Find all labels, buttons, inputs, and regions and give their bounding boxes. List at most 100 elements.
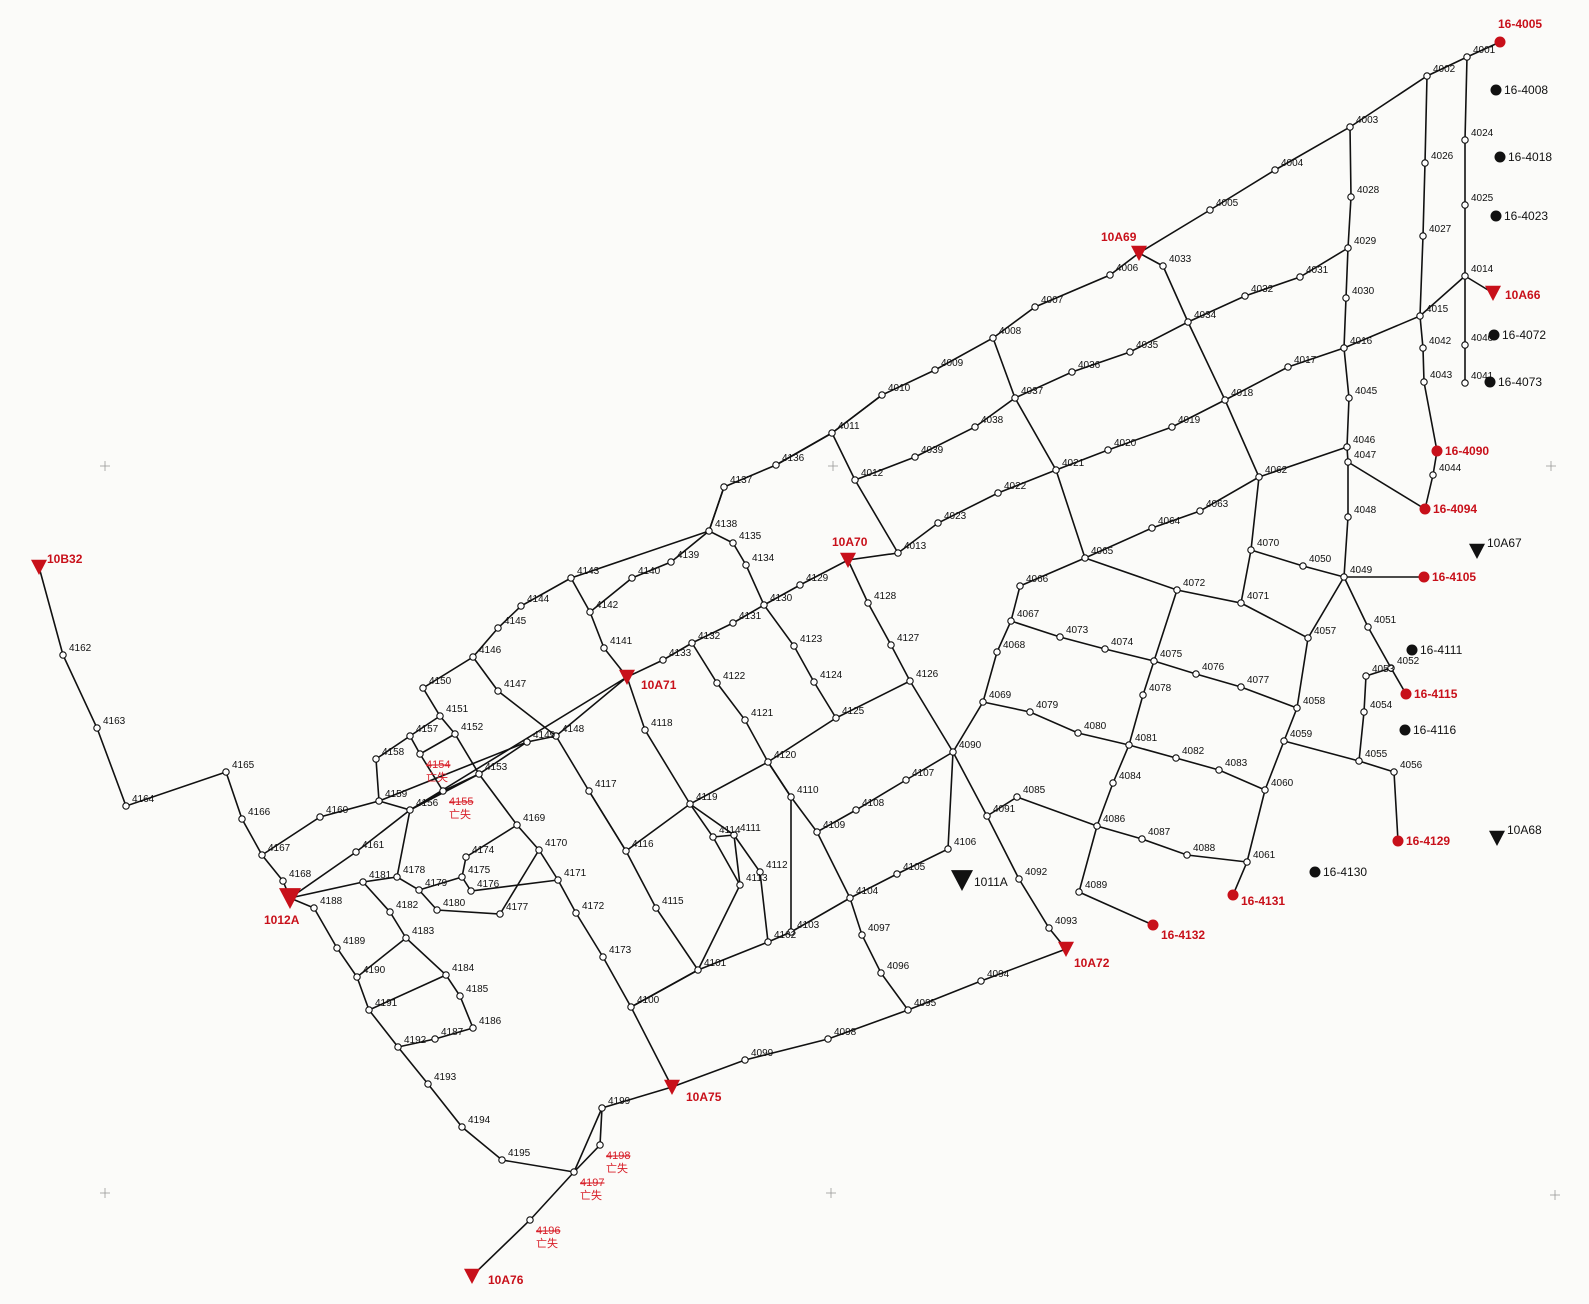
survey-node-4069[interactable]	[980, 699, 986, 705]
survey-node-4038[interactable]	[972, 424, 978, 430]
survey-node-4002[interactable]	[1424, 73, 1430, 79]
survey-node-4131[interactable]	[730, 620, 736, 626]
survey-node-4142[interactable]	[587, 609, 593, 615]
survey-node-4194[interactable]	[459, 1124, 465, 1130]
survey-node-4088[interactable]	[1184, 852, 1190, 858]
survey-node-4157[interactable]	[407, 733, 413, 739]
survey-node-4073[interactable]	[1057, 634, 1063, 640]
survey-node-4057[interactable]	[1305, 635, 1311, 641]
benchmark-triangle-icon[interactable]	[1485, 286, 1501, 301]
survey-node-4158[interactable]	[373, 756, 379, 762]
survey-node-4074[interactable]	[1102, 646, 1108, 652]
survey-node-4187[interactable]	[432, 1036, 438, 1042]
survey-node-4024[interactable]	[1462, 137, 1468, 143]
survey-node-4084[interactable]	[1110, 780, 1116, 786]
survey-node-4010[interactable]	[879, 392, 885, 398]
survey-node-4022[interactable]	[995, 490, 1001, 496]
survey-node-4099[interactable]	[742, 1057, 748, 1063]
survey-node-4180[interactable]	[434, 907, 440, 913]
survey-node-4042[interactable]	[1420, 345, 1426, 351]
survey-node-4019[interactable]	[1169, 424, 1175, 430]
survey-node-4109[interactable]	[814, 829, 820, 835]
survey-node-4175[interactable]	[459, 874, 465, 880]
point-dot-icon[interactable]	[1393, 836, 1404, 847]
benchmark-triangle-icon[interactable]	[1058, 942, 1074, 957]
survey-node-4080[interactable]	[1075, 730, 1081, 736]
survey-node-4056[interactable]	[1391, 769, 1397, 775]
survey-node-4013[interactable]	[895, 550, 901, 556]
survey-node-4147[interactable]	[495, 688, 501, 694]
survey-node-4029[interactable]	[1345, 245, 1351, 251]
survey-node-4071[interactable]	[1238, 600, 1244, 606]
survey-node-4138[interactable]	[706, 528, 712, 534]
survey-node-4060[interactable]	[1262, 787, 1268, 793]
benchmark-triangle-icon[interactable]	[31, 560, 47, 575]
survey-node-4033[interactable]	[1160, 263, 1166, 269]
survey-node-4167[interactable]	[259, 852, 265, 858]
survey-node-4092[interactable]	[1016, 876, 1022, 882]
survey-node-4176[interactable]	[468, 888, 474, 894]
point-dot-icon[interactable]	[1400, 725, 1411, 736]
point-dot-icon[interactable]	[1432, 446, 1443, 457]
survey-node-4162[interactable]	[60, 652, 66, 658]
point-dot-icon[interactable]	[1495, 152, 1506, 163]
point-dot-icon[interactable]	[1485, 377, 1496, 388]
survey-node-4179[interactable]	[416, 887, 422, 893]
survey-node-4199[interactable]	[599, 1105, 605, 1111]
survey-node-4121[interactable]	[742, 717, 748, 723]
survey-node-4124[interactable]	[811, 679, 817, 685]
survey-node-4139[interactable]	[668, 559, 674, 565]
survey-node-4045[interactable]	[1346, 395, 1352, 401]
survey-node-4067[interactable]	[1008, 618, 1014, 624]
survey-node-4181[interactable]	[360, 879, 366, 885]
survey-node-4184[interactable]	[443, 972, 449, 978]
survey-node-4006[interactable]	[1107, 272, 1113, 278]
survey-node-4115[interactable]	[653, 905, 659, 911]
survey-node-4096[interactable]	[878, 970, 884, 976]
survey-node-4026[interactable]	[1422, 160, 1428, 166]
survey-node-4087[interactable]	[1139, 836, 1145, 842]
benchmark-triangle-icon[interactable]	[279, 888, 301, 909]
benchmark-triangle-icon[interactable]	[840, 553, 856, 568]
survey-node-4050[interactable]	[1300, 563, 1306, 569]
survey-node-4082[interactable]	[1173, 755, 1179, 761]
survey-node-4144[interactable]	[518, 603, 524, 609]
survey-node-4105[interactable]	[894, 871, 900, 877]
survey-node-4014[interactable]	[1462, 273, 1468, 279]
survey-node-4089[interactable]	[1076, 889, 1082, 895]
lost-node-4198[interactable]	[597, 1142, 603, 1148]
survey-node-4134[interactable]	[743, 562, 749, 568]
survey-node-4047[interactable]	[1345, 459, 1351, 465]
survey-node-4053[interactable]	[1363, 673, 1369, 679]
survey-node-4091[interactable]	[984, 813, 990, 819]
survey-node-4055[interactable]	[1356, 758, 1362, 764]
survey-node-4120[interactable]	[765, 759, 771, 765]
survey-node-4031[interactable]	[1297, 274, 1303, 280]
survey-node-4170[interactable]	[536, 847, 542, 853]
survey-node-4036[interactable]	[1069, 369, 1075, 375]
survey-node-4183[interactable]	[403, 935, 409, 941]
survey-node-4165[interactable]	[223, 769, 229, 775]
survey-node-4081[interactable]	[1126, 742, 1132, 748]
survey-node-4049[interactable]	[1341, 574, 1347, 580]
survey-node-4078[interactable]	[1140, 692, 1146, 698]
survey-node-4044[interactable]	[1430, 472, 1436, 478]
survey-node-4007[interactable]	[1032, 304, 1038, 310]
survey-node-4090[interactable]	[950, 749, 956, 755]
survey-node-4188[interactable]	[311, 905, 317, 911]
survey-node-4130[interactable]	[761, 602, 767, 608]
survey-node-4173[interactable]	[600, 954, 606, 960]
point-dot-icon[interactable]	[1495, 37, 1506, 48]
lost-node-4154[interactable]	[417, 751, 423, 757]
survey-node-4035[interactable]	[1127, 349, 1133, 355]
survey-node-4108[interactable]	[853, 807, 859, 813]
survey-node-4152[interactable]	[452, 731, 458, 737]
survey-node-4195[interactable]	[499, 1157, 505, 1163]
survey-node-4017[interactable]	[1285, 364, 1291, 370]
survey-node-4122[interactable]	[714, 680, 720, 686]
survey-node-4182[interactable]	[387, 909, 393, 915]
survey-node-4171[interactable]	[555, 877, 561, 883]
survey-node-4104[interactable]	[847, 895, 853, 901]
survey-node-4169[interactable]	[514, 822, 520, 828]
point-dot-icon[interactable]	[1491, 85, 1502, 96]
